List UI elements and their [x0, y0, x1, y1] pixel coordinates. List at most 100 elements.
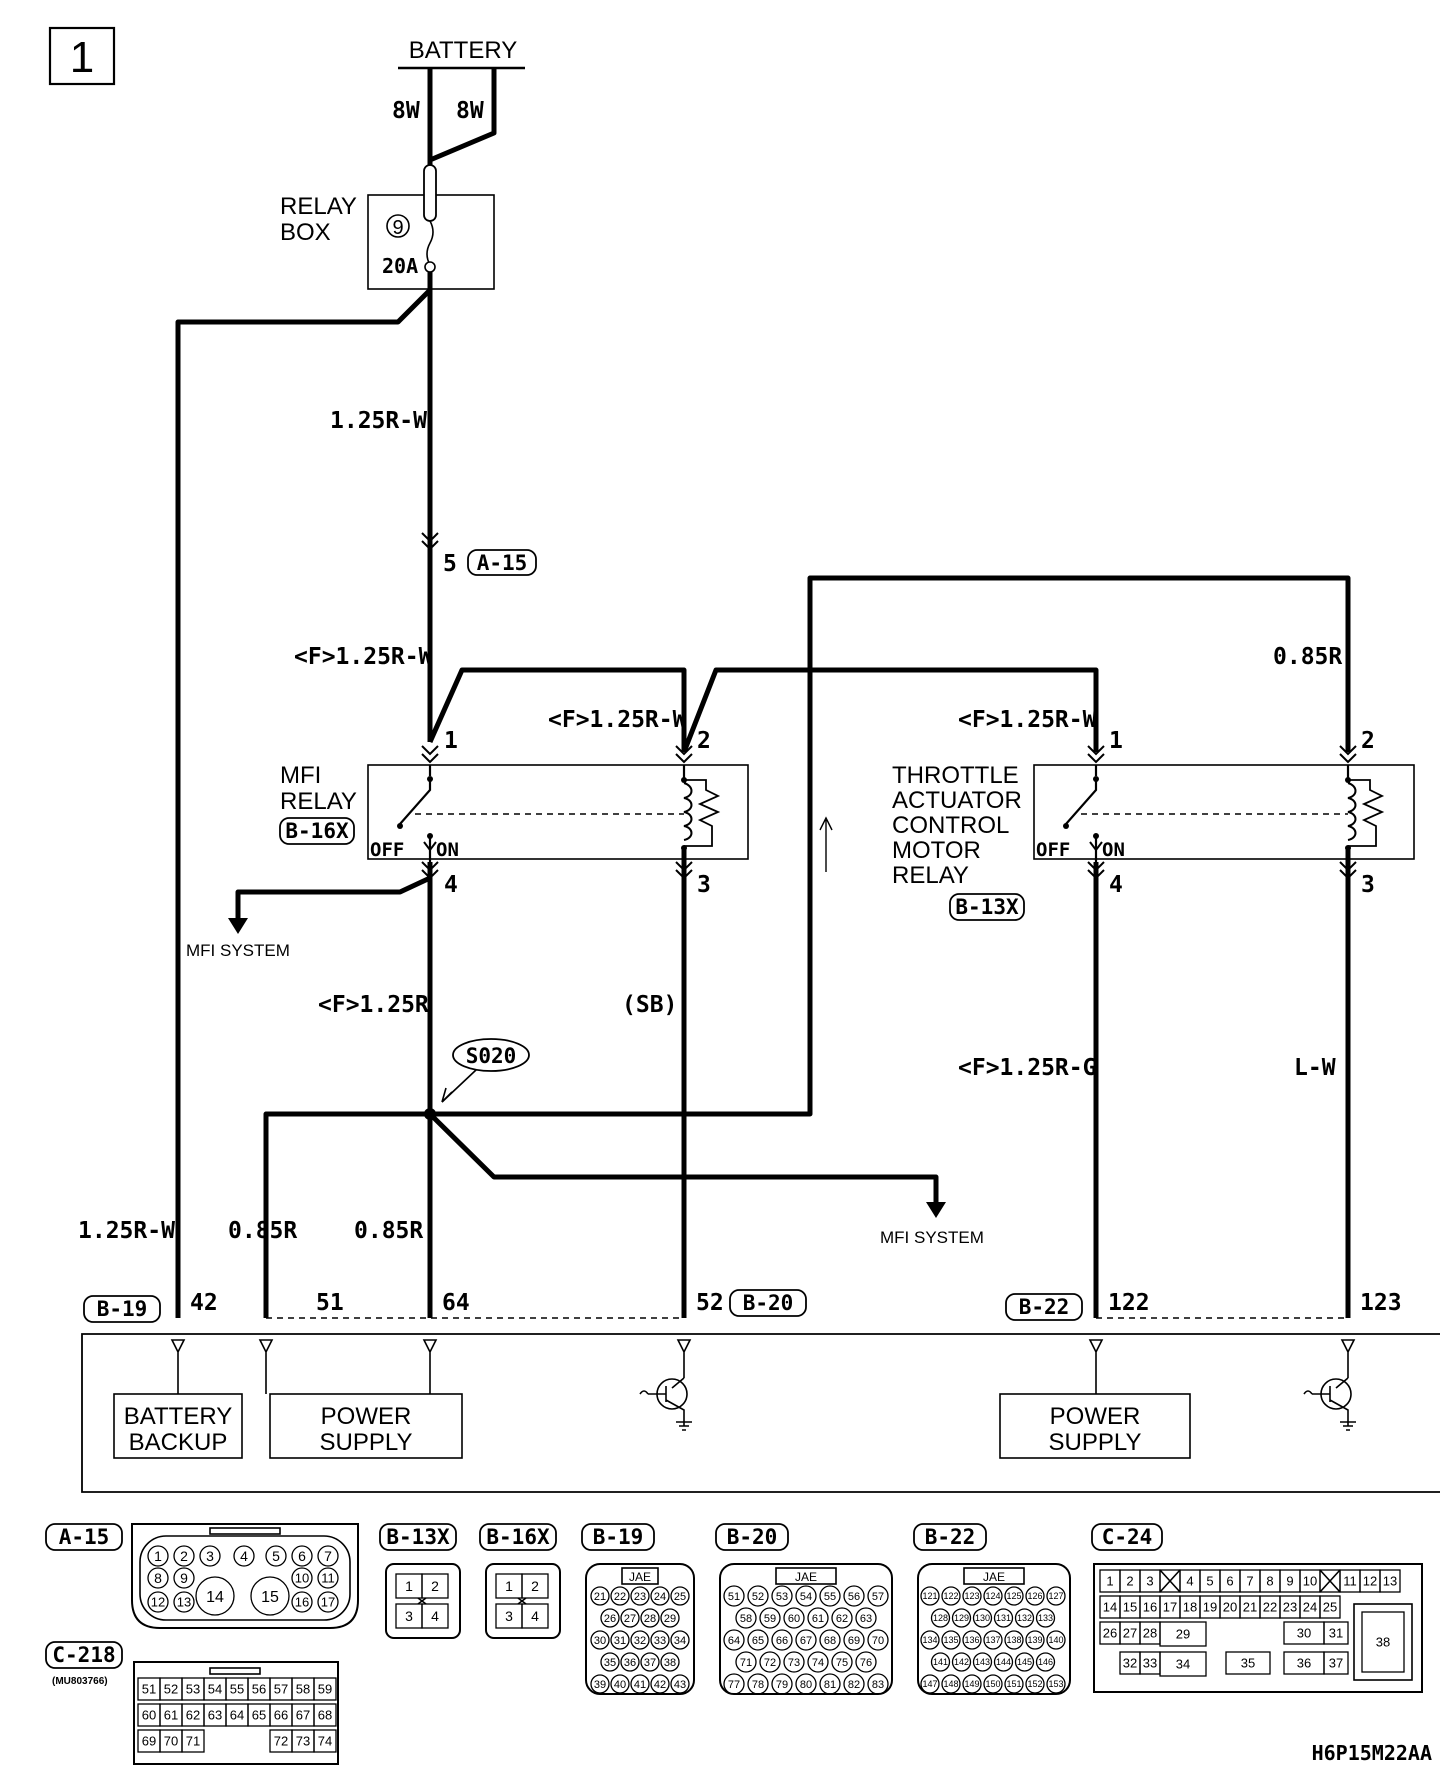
pin-number: 4: [1186, 1574, 1193, 1589]
pin-number: 63: [208, 1708, 222, 1723]
pin-number: 2: [431, 1578, 439, 1594]
power-supply-1: POWER: [321, 1403, 412, 1430]
pin-cavity: [590, 1674, 610, 1694]
mfi-relay-label-1: MFI: [280, 762, 321, 789]
pin-cavity: [291, 1567, 313, 1589]
ecm-pin52: 52: [696, 1290, 724, 1316]
wire-085r-top: 0.85R: [1273, 644, 1342, 670]
pin-number: 1: [405, 1578, 413, 1594]
relay-box-label-1: RELAY: [280, 193, 357, 220]
pin-cavity: [1004, 1674, 1024, 1694]
pin-number: 30: [594, 1635, 606, 1647]
fuse-rating: 20A: [382, 254, 418, 278]
splice-label: S020: [466, 1044, 517, 1068]
pin-cavity: [819, 1673, 841, 1695]
pin-number: 21: [1243, 1600, 1257, 1615]
pin-cavity: [1159, 1651, 1207, 1677]
pin-number: 145: [1017, 1657, 1032, 1667]
pin-number: 62: [836, 1613, 848, 1625]
pin-number: 39: [594, 1679, 606, 1691]
pin-cavity: [1004, 1630, 1024, 1650]
pin-cavity: [630, 1674, 650, 1694]
pin-number: 149: [964, 1679, 979, 1689]
pin-number: 61: [812, 1613, 824, 1625]
pin-number: 126: [1027, 1591, 1042, 1601]
pin-number: 37: [644, 1657, 656, 1669]
pin-cavity: [610, 1630, 630, 1650]
pin-number: 79: [776, 1679, 788, 1691]
pin-number: 38: [1376, 1635, 1390, 1650]
pin-cavity: [843, 1585, 865, 1607]
pin-number: 60: [142, 1708, 156, 1723]
pin-cavity: [867, 1673, 889, 1695]
key-mark: [517, 1597, 527, 1605]
pin-number: 71: [740, 1657, 752, 1669]
pin-cavity: [640, 1652, 660, 1672]
conn-b22-body: [917, 1563, 1071, 1695]
page-number-box: [48, 26, 116, 86]
pin-number: 142: [954, 1657, 969, 1667]
mfi-relay-on: ON: [436, 839, 459, 861]
pin-number: 152: [1027, 1679, 1042, 1689]
pin-number: 54: [800, 1591, 812, 1603]
pin-number: 7: [324, 1548, 332, 1564]
pin-number: 68: [824, 1635, 836, 1647]
pin-number: 27: [1123, 1626, 1137, 1641]
pin-number: 69: [848, 1635, 860, 1647]
pin-number: 78: [752, 1679, 764, 1691]
tac-relay-off: OFF: [1036, 839, 1070, 861]
a15-connector-label: A-15: [477, 551, 528, 575]
pin-number: 121: [922, 1591, 937, 1601]
pin-number: 14: [1103, 1600, 1117, 1615]
pin-cavity: [620, 1608, 640, 1628]
pin-cavity: [650, 1586, 670, 1606]
pin-number: 52: [164, 1682, 178, 1697]
pin-number: 33: [654, 1635, 666, 1647]
pin-number: 74: [812, 1657, 824, 1669]
pin-cavity: [941, 1630, 961, 1650]
pin-number: 53: [186, 1682, 200, 1697]
pin-cavity: [1035, 1608, 1056, 1628]
pin-number: 5: [1206, 1574, 1213, 1589]
battery-wire-right-label: 8W: [456, 98, 484, 124]
pin-number: 35: [1241, 1656, 1255, 1671]
pin-cavity: [1159, 1621, 1207, 1647]
conn-b20-maker: JAE: [795, 1570, 817, 1584]
pin-number: 3: [405, 1608, 413, 1624]
pin-cavity: [147, 1591, 169, 1613]
pin-number: 137: [985, 1635, 1000, 1645]
pin-cavity: [650, 1674, 670, 1694]
page-number: 1: [70, 33, 94, 82]
battery-wire-right: [429, 68, 497, 163]
pin-number: 16: [1143, 1600, 1157, 1615]
pin-cavity: [650, 1630, 670, 1650]
pin-number: 23: [1283, 1600, 1297, 1615]
pin-cavity: [590, 1630, 610, 1650]
tac-pin3: 3: [1361, 872, 1375, 898]
pin-number: 17: [321, 1595, 335, 1610]
pin-number: 55: [824, 1591, 836, 1603]
pin-number: 1: [505, 1578, 513, 1594]
pin-number: 58: [296, 1682, 310, 1697]
ecm-pin51: 51: [316, 1290, 344, 1316]
pin-number: 136: [964, 1635, 979, 1645]
pin-number: 55: [230, 1682, 244, 1697]
ecm-pin64: 64: [442, 1290, 470, 1316]
pin-cavity: [983, 1674, 1003, 1694]
mfi-pin4: 4: [444, 872, 458, 898]
blank-cavity: [1159, 1569, 1181, 1593]
pin-number: 26: [604, 1613, 616, 1625]
mfi-relay-off: OFF: [370, 839, 404, 861]
conn-a15-label: A-15: [59, 1525, 110, 1549]
pin-number: 6: [298, 1548, 306, 1564]
pin-number: 82: [848, 1679, 860, 1691]
pin-cavity: [941, 1674, 961, 1694]
pin-cavity: [521, 1573, 549, 1599]
pin-number: 83: [872, 1679, 884, 1691]
pin-number: 41: [634, 1679, 646, 1691]
pin-cavity: [173, 1545, 195, 1567]
pin-cavity: [941, 1586, 961, 1606]
pin-cavity: [313, 1729, 337, 1753]
pin-number: 8: [154, 1570, 162, 1586]
